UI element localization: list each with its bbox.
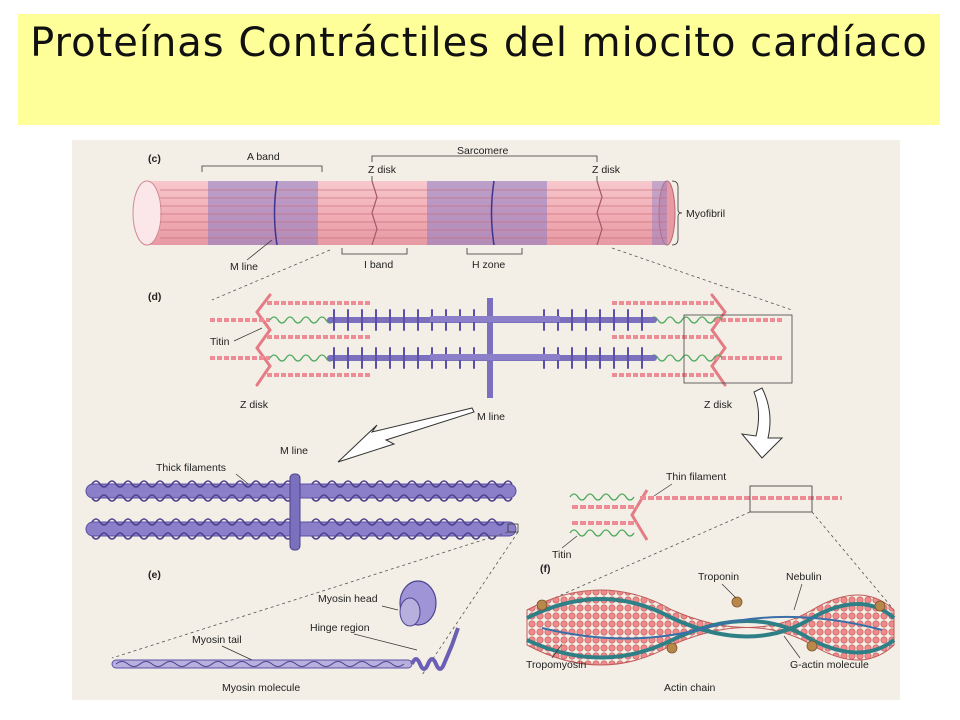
tropomyosin-strand bbox=[526, 597, 896, 639]
i-band-label: I band bbox=[364, 259, 393, 271]
slide-title: Proteínas Contráctiles del miocito cardí… bbox=[30, 20, 928, 66]
troponin-complex bbox=[731, 596, 743, 608]
a-band-left bbox=[208, 181, 318, 245]
zoom-box bbox=[507, 523, 519, 533]
myosin-tail-label: Myosin tail bbox=[192, 634, 242, 646]
troponin-complex bbox=[536, 599, 548, 611]
titin-label: Titin bbox=[552, 549, 572, 561]
troponin-complex bbox=[666, 642, 678, 654]
myofibril-cylinder bbox=[132, 180, 676, 246]
title-banner: Proteínas Contráctiles del miocito cardí… bbox=[18, 14, 940, 125]
a-band-right bbox=[427, 181, 547, 245]
z-disk-label: Z disk bbox=[592, 164, 621, 176]
hinge-region-label: Hinge region bbox=[310, 622, 370, 634]
sarcomere-bracket bbox=[371, 155, 598, 162]
troponin-label: Troponin bbox=[698, 571, 739, 583]
i-band-bracket bbox=[341, 248, 408, 255]
thin-filament-label: Thin filament bbox=[666, 471, 726, 483]
titin-label: Titin bbox=[210, 336, 230, 348]
sarcomere-label: Sarcomere bbox=[457, 145, 509, 157]
z-disk-structure bbox=[710, 293, 727, 387]
myofibril-bracket bbox=[671, 180, 683, 246]
panel-label-d: (d) bbox=[148, 291, 161, 303]
titin-spring bbox=[649, 354, 723, 362]
myosin-molecule-drawing bbox=[111, 580, 460, 671]
m-line-label: M line bbox=[477, 411, 505, 423]
m-line-label: M line bbox=[280, 445, 308, 457]
zoom-box bbox=[683, 314, 793, 384]
titin-spring bbox=[649, 316, 723, 324]
m-line-label: M line bbox=[230, 261, 258, 273]
thick-filaments-label: Thick filaments bbox=[156, 462, 226, 474]
troponin-complex bbox=[806, 640, 818, 652]
z-disk-line bbox=[371, 180, 378, 246]
panel-label-f: (f) bbox=[540, 563, 551, 575]
z-disk-label: Z disk bbox=[240, 399, 269, 411]
actin-chain-drawing bbox=[526, 589, 896, 666]
tropomyosin-label: Tropomyosin bbox=[526, 659, 586, 671]
m-line-mark bbox=[490, 180, 495, 246]
myosin-head-label: Myosin head bbox=[318, 593, 378, 605]
myosin-molecule-label: Myosin molecule bbox=[222, 682, 300, 694]
m-line-structure bbox=[487, 298, 493, 398]
myofibril-label: Myofibril bbox=[686, 208, 725, 220]
zoom-arrow bbox=[337, 407, 475, 463]
z-disk-structure bbox=[255, 293, 272, 387]
a-band-label: A band bbox=[247, 151, 280, 163]
m-line-mark bbox=[273, 180, 278, 246]
nebulin-label: Nebulin bbox=[786, 571, 822, 583]
thick-filament-pair bbox=[85, 473, 519, 551]
troponin-complex bbox=[874, 600, 886, 612]
sarcomere-diagram: (c) A band bbox=[72, 140, 900, 700]
zoom-box bbox=[749, 485, 813, 513]
g-actin-label: G-actin molecule bbox=[790, 659, 869, 671]
panel-label-e: (e) bbox=[148, 569, 161, 581]
z-disk-line bbox=[596, 180, 603, 246]
nebulin-strand bbox=[541, 615, 883, 640]
h-zone-bracket bbox=[466, 248, 523, 255]
m-line-structure bbox=[289, 473, 301, 551]
z-disk-label: Z disk bbox=[368, 164, 397, 176]
panel-label-c: (c) bbox=[148, 153, 161, 165]
thin-filament-drawing bbox=[569, 485, 842, 541]
m-line-pointer bbox=[246, 239, 273, 261]
hinge-region-shape bbox=[410, 627, 460, 671]
h-zone-label: H zone bbox=[472, 259, 505, 271]
titin-spring bbox=[269, 316, 335, 324]
actin-chain-label: Actin chain bbox=[664, 682, 716, 694]
sarcomere-detail bbox=[210, 293, 793, 398]
titin-spring bbox=[269, 354, 335, 362]
a-band-bracket bbox=[201, 165, 323, 172]
z-disk-label: Z disk bbox=[704, 399, 733, 411]
zoom-arrow bbox=[740, 387, 784, 459]
